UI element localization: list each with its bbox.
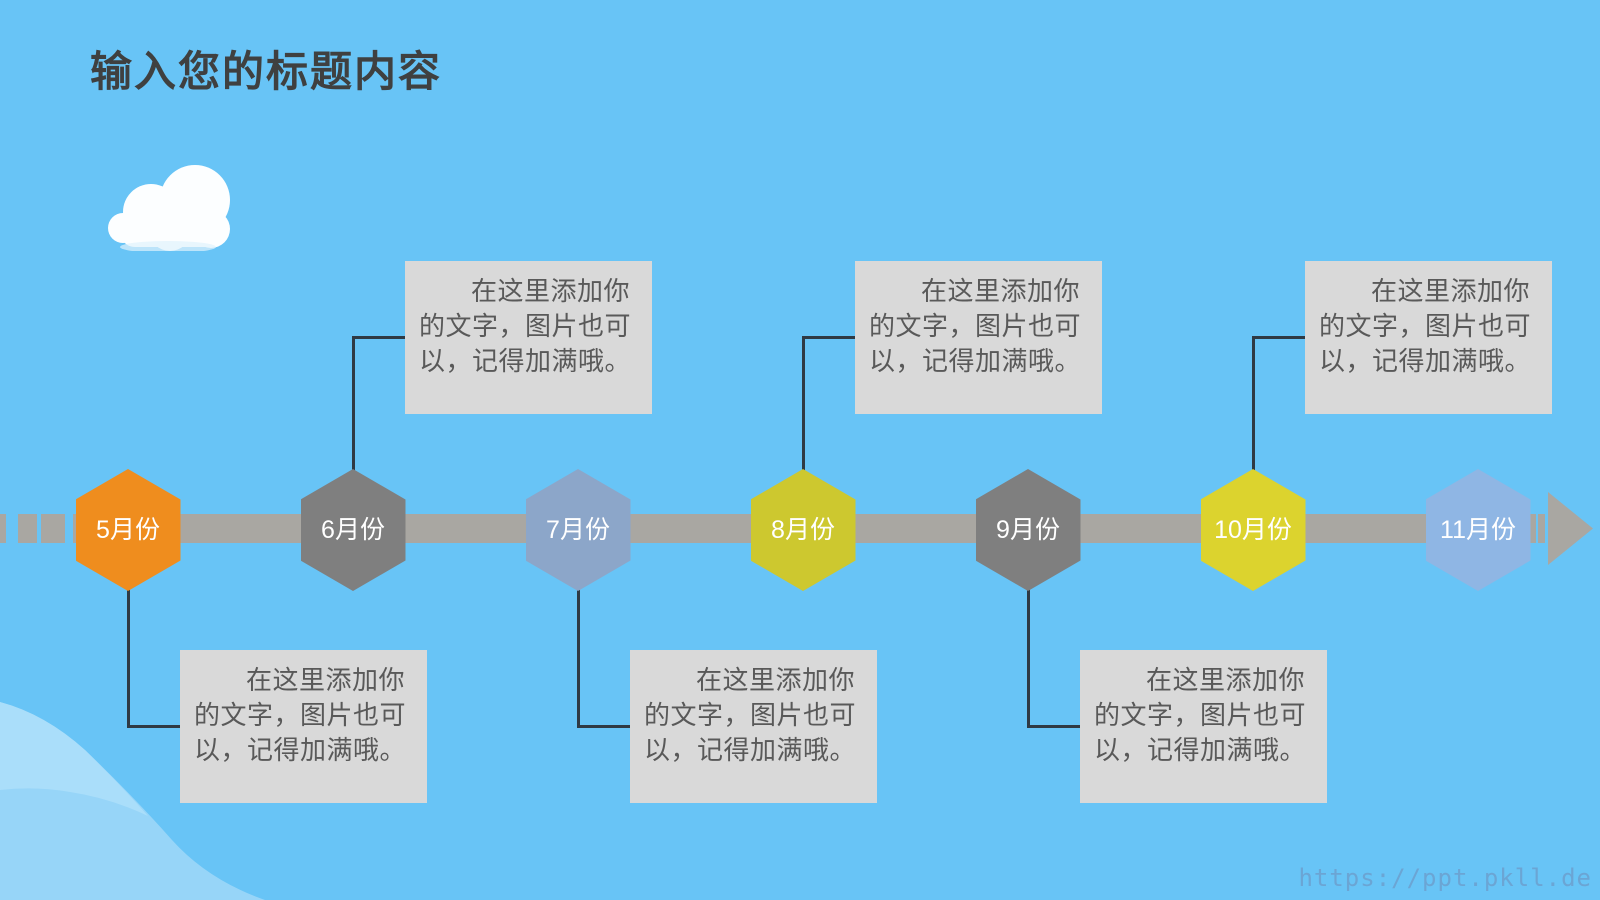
timeline-hexagon-9月: 9月份 — [975, 469, 1081, 591]
elbow-connector-vertical — [126, 589, 130, 728]
timeline-hexagon-8月: 8月份 — [750, 469, 856, 591]
timeline-start-dash — [18, 514, 37, 543]
elbow-connector-vertical — [576, 589, 580, 728]
note-line: 以，记得加满哦。 — [419, 346, 632, 376]
hexagon-month-label: 10月份 — [1214, 515, 1292, 544]
elbow-connector-horizontal — [576, 725, 632, 728]
note-line: 在这里添加你 — [1146, 665, 1306, 695]
hexagon-month-label: 7月份 — [546, 515, 610, 544]
slide-title: 输入您的标题内容 — [90, 48, 443, 95]
cloud-icon — [108, 165, 230, 251]
timeline-hexagon-7月: 7月份 — [525, 469, 631, 591]
note-line: 在这里添加你 — [696, 665, 856, 695]
note-box-9月份: 在这里添加你的文字，图片也可以，记得加满哦。 — [1080, 650, 1327, 803]
note-line: 的文字，图片也可 — [1094, 700, 1307, 730]
elbow-connector-horizontal — [1251, 336, 1307, 339]
elbow-connector-vertical — [1251, 336, 1255, 471]
timeline-hexagon-10月: 10月份 — [1200, 469, 1306, 591]
note-box-5月份: 在这里添加你的文字，图片也可以，记得加满哦。 — [180, 650, 427, 803]
note-line: 的文字，图片也可 — [419, 311, 632, 341]
note-line: 以，记得加满哦。 — [1319, 346, 1532, 376]
elbow-connector-horizontal — [801, 336, 857, 339]
timeline-hexagon-5月: 5月份 — [75, 469, 181, 591]
watermark: https://ppt.pkll.de — [1298, 864, 1592, 892]
elbow-connector-vertical — [351, 336, 355, 471]
note-line: 的文字，图片也可 — [869, 311, 1082, 341]
note-line: 的文字，图片也可 — [644, 700, 857, 730]
note-line: 的文字，图片也可 — [194, 700, 407, 730]
note-box-7月份: 在这里添加你的文字，图片也可以，记得加满哦。 — [630, 650, 877, 803]
timeline-start-dash — [41, 514, 65, 543]
note-line: 以，记得加满哦。 — [1094, 735, 1307, 765]
elbow-connector-horizontal — [351, 336, 407, 339]
note-line: 的文字，图片也可 — [1319, 311, 1532, 341]
note-line: 以，记得加满哦。 — [194, 735, 407, 765]
hexagon-month-label: 5月份 — [96, 515, 160, 544]
hexagon-month-label: 6月份 — [321, 515, 385, 544]
elbow-connector-horizontal — [1026, 725, 1082, 728]
hill-icon — [0, 702, 265, 900]
hexagon-month-label: 8月份 — [771, 515, 835, 544]
note-line: 在这里添加你 — [471, 276, 631, 306]
note-line: 以，记得加满哦。 — [869, 346, 1082, 376]
note-line: 在这里添加你 — [921, 276, 1081, 306]
timeline-end-dash — [1538, 514, 1545, 543]
note-box-6月份: 在这里添加你的文字，图片也可以，记得加满哦。 — [405, 261, 652, 414]
note-line: 在这里添加你 — [246, 665, 406, 695]
timeline-hexagon-11月: 11月份 — [1425, 469, 1531, 591]
elbow-connector-vertical — [801, 336, 805, 471]
note-line: 以，记得加满哦。 — [644, 735, 857, 765]
elbow-connector-vertical — [1026, 589, 1030, 728]
elbow-connector-horizontal — [126, 725, 182, 728]
note-box-10月份: 在这里添加你的文字，图片也可以，记得加满哦。 — [1305, 261, 1552, 414]
hexagon-month-label: 9月份 — [996, 515, 1060, 544]
note-line: 在这里添加你 — [1371, 276, 1531, 306]
hexagon-month-label: 11月份 — [1440, 515, 1516, 544]
timeline-start-dash — [0, 514, 6, 543]
timeline-arrow-icon — [1548, 492, 1593, 565]
note-box-8月份: 在这里添加你的文字，图片也可以，记得加满哦。 — [855, 261, 1102, 414]
timeline-hexagon-6月: 6月份 — [300, 469, 406, 591]
